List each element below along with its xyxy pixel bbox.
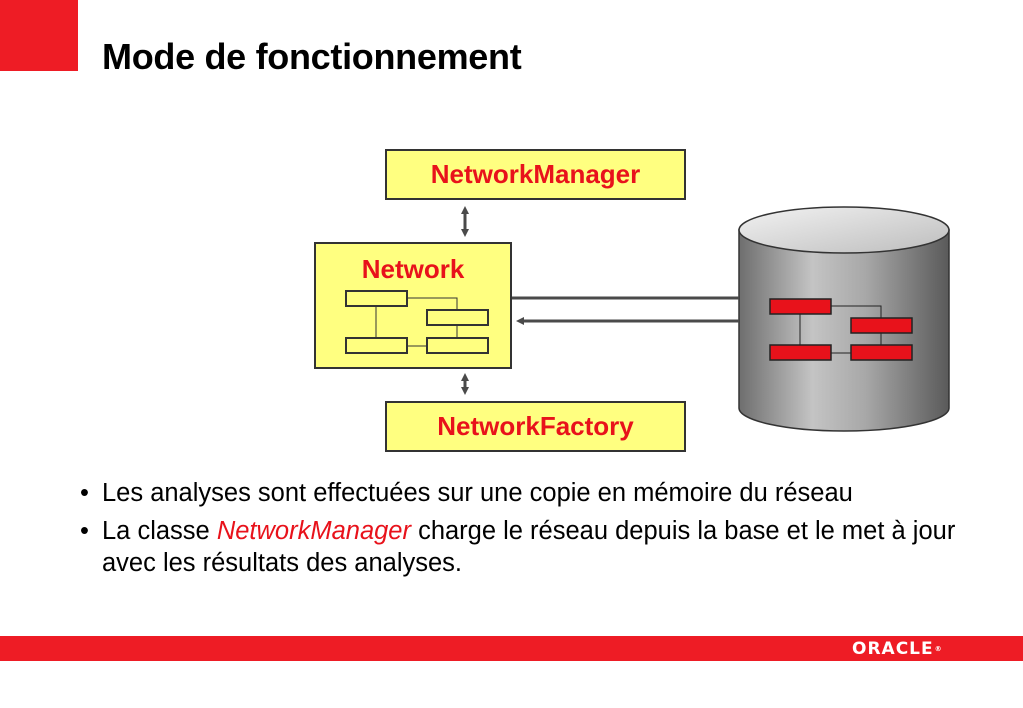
db-table-1 bbox=[769, 298, 832, 315]
network-db-connectors bbox=[511, 296, 739, 325]
db-table-4 bbox=[850, 344, 913, 361]
bullet-text-after: charge le réseau depuis la base et le me… bbox=[102, 517, 956, 577]
network-factory-box bbox=[385, 401, 686, 452]
bullet-text: Les analyses sont effectuées sur une cop… bbox=[102, 479, 853, 507]
bullet-list: • Les analyses sont effectuées sur une c… bbox=[80, 477, 960, 585]
bullet-dot: • bbox=[80, 479, 89, 507]
bullet-text-before: La classe bbox=[102, 517, 217, 545]
footer-bar bbox=[0, 636, 1023, 661]
db-table-3 bbox=[769, 344, 832, 361]
network-manager-label: NetworkManager bbox=[430, 159, 641, 189]
network-factory-label: NetworkFactory bbox=[437, 411, 634, 441]
page-title: Mode de fonctionnement bbox=[102, 36, 522, 77]
oracle-logo: ORACLE® bbox=[852, 640, 943, 658]
network-manager-box bbox=[385, 149, 686, 200]
bullet-item: • La classe NetworkManager charge le rés… bbox=[80, 515, 960, 579]
network-label: Network bbox=[361, 253, 465, 284]
db-table-2 bbox=[850, 317, 913, 334]
bullet-item: • Les analyses sont effectuées sur une c… bbox=[80, 477, 960, 509]
db-tables-schema bbox=[769, 298, 913, 361]
oracle-logo-mark: ® bbox=[934, 645, 943, 653]
oracle-logo-text: ORACLE bbox=[852, 639, 934, 659]
bullet-emphasis: NetworkManager bbox=[216, 517, 411, 545]
network-graph-icon bbox=[345, 290, 489, 354]
database-cylinder bbox=[738, 206, 950, 432]
bullet-dot: • bbox=[80, 517, 89, 545]
corner-accent-square bbox=[0, 0, 78, 71]
